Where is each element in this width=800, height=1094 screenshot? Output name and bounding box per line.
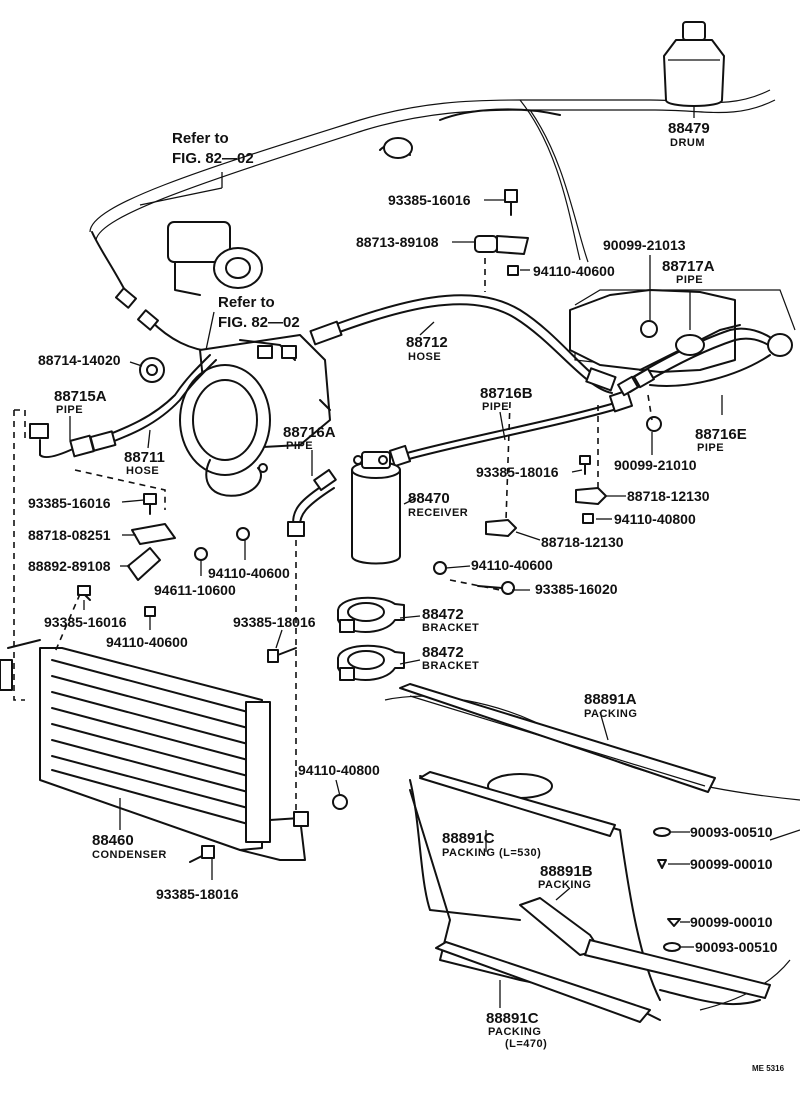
callout-90093-00510-a: 90093-00510: [690, 824, 773, 840]
part-name-packing-88891b: PACKING: [538, 879, 591, 891]
refer-to-note-1-line1: Refer to: [172, 130, 229, 147]
part-name-bracket-lower: BRACKET: [422, 660, 479, 672]
part-number-88891b: 88891B: [540, 863, 593, 880]
part-number-88472-upper: 88472: [422, 606, 464, 623]
part-name-packing-88891a: PACKING: [584, 708, 637, 720]
part-name-pipe-88716b: PIPE: [482, 401, 509, 413]
part-name-drum: DRUM: [670, 137, 705, 149]
part-number-88716a: 88716A: [283, 424, 336, 441]
bracket-88472-lower: [337, 644, 405, 681]
bracket-88472-upper: [337, 596, 405, 633]
callout-93385-16020: 93385-16020: [535, 581, 618, 597]
callout-93385-16016-left: 93385-16016: [28, 495, 111, 511]
part-number-88717a: 88717A: [662, 258, 715, 275]
part-name-pipe-88716a: PIPE: [286, 440, 313, 452]
part-length-packing-88891c-bottom: (L=470): [505, 1038, 547, 1050]
part-name-packing-88891c-bottom: PACKING: [488, 1026, 541, 1038]
part-name-packing-88891c-top: PACKING (L=530): [442, 847, 541, 859]
part-number-88891c-bottom: 88891C: [486, 1010, 539, 1027]
callout-94110-40600-left: 94110-40600: [208, 565, 290, 581]
drum-88479: [663, 21, 725, 118]
callout-94110-40600-top: 94110-40600: [533, 263, 615, 279]
callout-94110-40800-mid: 94110-40800: [614, 511, 696, 527]
part-name-pipe-88717a: PIPE: [676, 274, 703, 286]
part-number-88470: 88470: [408, 490, 450, 507]
callout-90099-21013: 90099-21013: [603, 237, 686, 253]
callout-90093-00510-b: 90093-00510: [695, 939, 778, 955]
hose-88712: [309, 294, 617, 394]
part-name-condenser: CONDENSER: [92, 849, 167, 861]
radiator-support: [409, 771, 771, 1023]
callout-88714-14020: 88714-14020: [38, 352, 121, 368]
refer-to-note-1-line2: FIG. 82—02: [172, 150, 254, 167]
leader-lines: [69, 172, 723, 1008]
part-number-88472-lower: 88472: [422, 644, 464, 661]
callout-88892-89108: 88892-89108: [28, 558, 111, 574]
callout-88718-08251: 88718-08251: [28, 527, 111, 543]
part-number-88460: 88460: [92, 832, 134, 849]
callout-90099-00010-b: 90099-00010: [690, 914, 773, 930]
callout-93385-16016-top: 93385-16016: [388, 192, 471, 208]
callout-94110-40600-lower: 94110-40600: [106, 634, 188, 650]
callout-88718-12130-b: 88718-12130: [541, 534, 624, 550]
callout-94611-10600: 94611-10600: [154, 582, 236, 598]
callout-94110-40800-lower: 94110-40800: [298, 762, 380, 778]
condenser-88460: [0, 639, 309, 861]
refrigerant-lines-upper: [91, 108, 561, 353]
pipe-88715a-hose-88711: [29, 354, 217, 458]
part-name-pipe-88716e: PIPE: [697, 442, 724, 454]
part-number-88711: 88711: [124, 449, 165, 466]
callout-93385-18016-mid: 93385-18016: [476, 464, 559, 480]
callout-88713-89108: 88713-89108: [356, 234, 439, 250]
part-name-hose-88711: HOSE: [126, 465, 159, 477]
refer-to-note-2-line1: Refer to: [218, 294, 275, 311]
callout-93385-18016-lower: 93385-18016: [233, 614, 316, 630]
part-number-88715a: 88715A: [54, 388, 107, 405]
figure-code: ME 5316: [752, 1064, 785, 1073]
callout-94110-40600-recv: 94110-40600: [471, 557, 553, 573]
dashed-assembly-lines: [13, 258, 653, 810]
part-name-receiver: RECEIVER: [408, 507, 468, 519]
part-number-88716b: 88716B: [480, 385, 533, 402]
refer-to-note-2-line2: FIG. 82—02: [218, 314, 300, 331]
part-number-88716e: 88716E: [695, 426, 747, 443]
packing-88891a: [399, 683, 716, 793]
fasteners: [77, 189, 681, 952]
receiver-88470: [351, 451, 401, 565]
callout-88718-12130-a: 88718-12130: [627, 488, 710, 504]
part-name-bracket-upper: BRACKET: [422, 622, 479, 634]
pipe-88716a: [287, 468, 337, 537]
part-name-pipe-88715a: PIPE: [56, 404, 83, 416]
callout-90099-00010-a: 90099-00010: [690, 856, 773, 872]
part-number-88479: 88479: [668, 120, 710, 137]
callout-93385-18016-bottom: 93385-18016: [156, 886, 239, 902]
part-number-88891c-top: 88891C: [442, 830, 495, 847]
part-name-hose-88712: HOSE: [408, 351, 441, 363]
callout-93385-16016-lower: 93385-16016: [44, 614, 127, 630]
part-number-88712: 88712: [406, 334, 448, 351]
compressor: [167, 221, 331, 497]
part-number-88891a: 88891A: [584, 691, 637, 708]
callout-90099-21010: 90099-21010: [614, 457, 697, 473]
